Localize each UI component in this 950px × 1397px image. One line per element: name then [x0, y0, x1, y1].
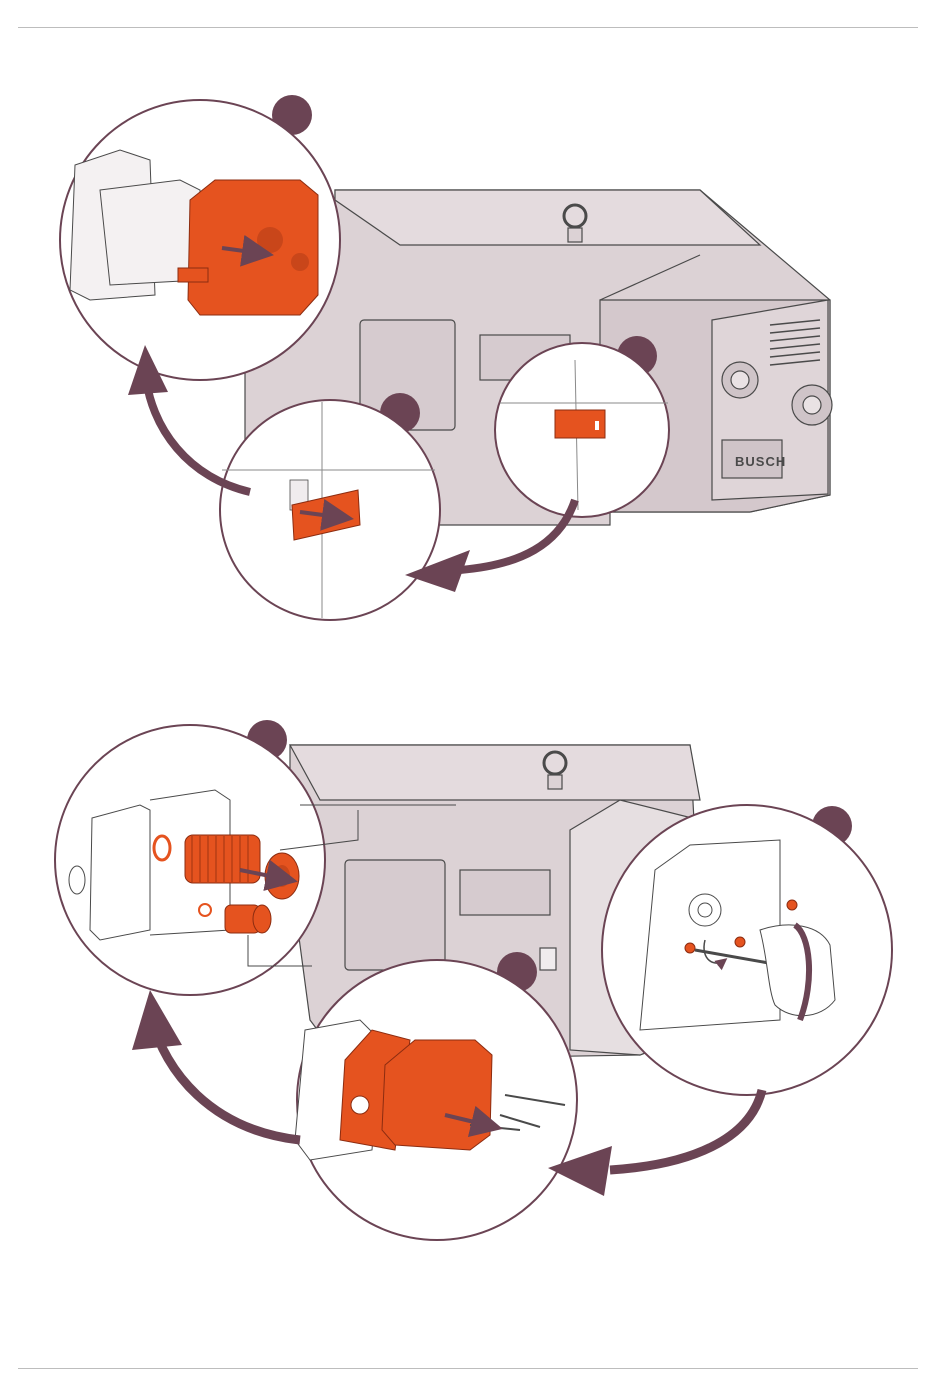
filter-cartridge: [225, 905, 271, 933]
magnifier-callout: [55, 720, 325, 995]
remove-cover-scene: BUSCH: [60, 95, 832, 620]
exhaust-cover: [178, 180, 318, 315]
brand-logo: BUSCH: [735, 454, 786, 469]
magnifier-callout: [602, 805, 892, 1095]
replace-filter-scene: [55, 720, 892, 1240]
curved-arrow: [610, 1090, 762, 1170]
exhaust-cover: [382, 1040, 492, 1150]
curved-arrow: [132, 990, 182, 1050]
magnifier-callout: [60, 95, 340, 380]
